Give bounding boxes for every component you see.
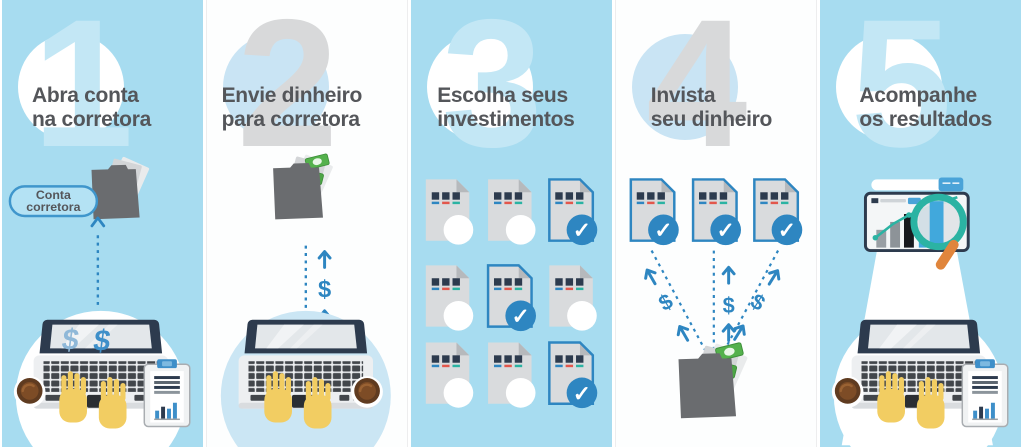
step-title: Escolha seus investimentos: [437, 84, 575, 132]
unselected-circle: [443, 215, 474, 245]
step-title: Envie dinheiro para corretora: [222, 84, 363, 132]
step-title-line2: investimentos: [437, 108, 575, 132]
dashed-line: [720, 250, 779, 356]
selected-document: ✓: [752, 178, 803, 246]
step-title-line1: Envie dinheiro: [221, 84, 363, 107]
check-circle: [566, 214, 598, 246]
money-flow-middle: $: [721, 265, 736, 342]
illustration-choose-investments: ✓ ✓ ✓: [426, 178, 598, 409]
step-circle: [222, 34, 329, 140]
illustration-track-results: [830, 177, 1009, 447]
step-title-line1: Acompanhe: [859, 84, 977, 107]
step-circle: [427, 34, 534, 140]
dashed-line: [650, 250, 709, 356]
check-icon: ✓: [512, 304, 530, 329]
step-circle: [631, 34, 738, 140]
step-title-line1: Escolha seus: [437, 84, 568, 107]
step-panel-3: 3 Escolha seus investimentos ✓ ✓: [411, 0, 612, 447]
selected-document: ✓: [691, 178, 741, 246]
account-badge: Conta corretora: [8, 185, 99, 218]
step-number: 1: [32, 0, 134, 185]
search-input: [880, 198, 907, 203]
step-panel-2: 2 Envie dinheiro para corretora $: [205, 0, 409, 447]
illustration-open-account: Conta corretora $ $: [8, 152, 191, 447]
step-number: 4: [646, 0, 748, 185]
account-badge-line2: corretora: [26, 200, 80, 214]
check-icon: ✓: [654, 218, 672, 243]
step-number: 3: [441, 0, 543, 185]
step-title-line1: Abra conta: [32, 84, 139, 107]
magnifier-icon: [910, 193, 968, 270]
selected-document: ✓: [629, 178, 679, 246]
browser-button: [938, 177, 964, 192]
unselected-circle: [443, 300, 474, 331]
selected-document: ✓: [487, 264, 537, 332]
illustration-invest-money: ✓ ✓ ✓ $ $: [629, 178, 803, 427]
step-title-line1: Invista: [650, 84, 716, 107]
step-title: Acompanhe os resultados: [859, 84, 992, 132]
dollar-symbol: $: [746, 288, 770, 316]
unselected-circle: [506, 215, 536, 245]
step-number: 5: [850, 0, 952, 185]
arrow-up-icon: [90, 216, 106, 228]
step-circle: [18, 34, 124, 140]
unselected-circle: [506, 378, 536, 408]
check-icon: ✓: [778, 218, 796, 243]
dollar-on-screen: $: [91, 325, 113, 358]
check-circle: [647, 214, 679, 246]
selected-document: ✓: [548, 341, 598, 409]
step-panel-4: 4 Invista seu dinheiro ✓ ✓ ✓: [614, 0, 818, 447]
unselected-circle: [567, 300, 597, 331]
selected-document: ✓: [548, 178, 598, 246]
check-icon: ✓: [573, 218, 591, 243]
search-button: [908, 197, 922, 205]
dollar-symbol: $: [722, 293, 734, 318]
dollar-symbol: $: [318, 277, 331, 303]
step-circle: [836, 34, 943, 140]
account-badge-line1: Conta: [36, 188, 71, 202]
check-circle: [771, 214, 803, 246]
check-circle: [566, 377, 598, 409]
check-circle: [710, 214, 741, 246]
step-title-line2: na corretora: [32, 108, 151, 132]
unselected-circle: [443, 378, 474, 408]
illustration-send-money: $: [220, 150, 391, 447]
check-icon: ✓: [716, 218, 734, 243]
dollar-screen-shadow: $: [60, 324, 82, 357]
browser-address-bar: [871, 177, 964, 192]
step-title-line2: seu dinheiro: [650, 108, 773, 132]
money-flow-right: $: [728, 266, 784, 344]
check-icon: ✓: [573, 381, 591, 406]
step-panel-1: 1 Abra conta na corretora Conta corretor…: [2, 0, 203, 447]
step-title-line2: para corretora: [221, 108, 361, 132]
check-circle: [505, 300, 537, 332]
step-title: Abra conta na corretora: [32, 84, 151, 132]
step-panel-5: 5 Acompanhe os resultados: [820, 0, 1021, 447]
step-number: 2: [236, 0, 339, 185]
step-title: Invista seu dinheiro: [650, 84, 773, 132]
step-title-line2: os resultados: [859, 108, 993, 132]
